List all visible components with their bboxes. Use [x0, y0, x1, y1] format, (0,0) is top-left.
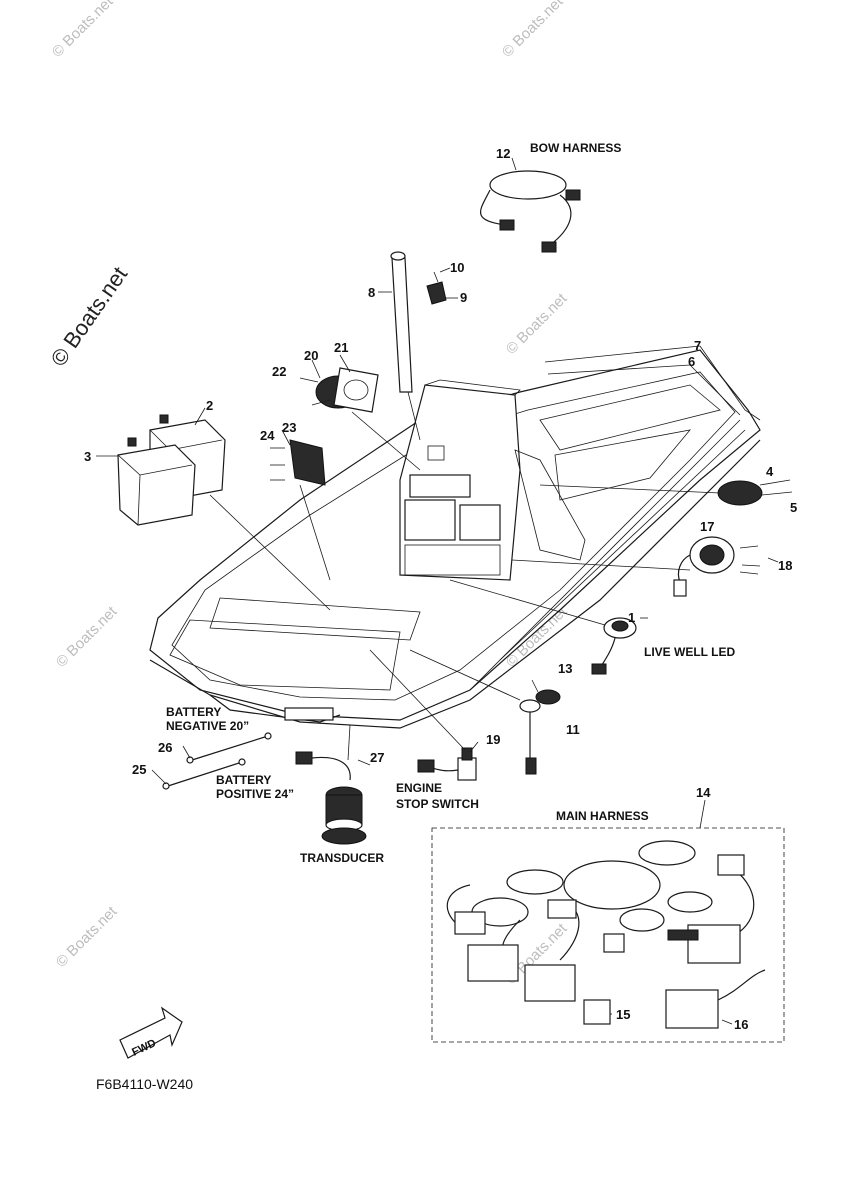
switch-panel [270, 439, 326, 486]
callout-11: 11 [566, 722, 580, 737]
callout-6: 6 [688, 354, 695, 369]
callout-23: 23 [282, 420, 296, 435]
callout-18: 18 [778, 558, 792, 573]
watermark-left-large: © Boats.net [46, 262, 133, 371]
callout-15: 15 [616, 1007, 630, 1022]
engine-stop-label-line2: STOP SWITCH [396, 797, 479, 811]
callout-27: 27 [370, 750, 384, 765]
callout-24: 24 [260, 428, 275, 443]
captions: BOW HARNESS LIVE WELL LED BATTERY NEGATI… [96, 141, 735, 1092]
callout-25: 25 [132, 762, 146, 777]
battery-negative-label-line1: BATTERY [166, 705, 221, 719]
transducer-label: TRANSDUCER [300, 851, 384, 865]
callout-2: 2 [206, 398, 213, 413]
battery-positive-label-line1: BATTERY [216, 773, 271, 787]
watermark-mid-left: © Boats.net [53, 603, 121, 671]
watermark-top-left: © Boats.net [49, 0, 117, 61]
main-harness [431, 827, 785, 1043]
antenna-parts [390, 251, 447, 393]
callout-13: 13 [558, 661, 572, 676]
callout-16: 16 [734, 1017, 748, 1032]
callout-3: 3 [84, 449, 91, 464]
live-well-led-label: LIVE WELL LED [644, 645, 735, 659]
diagram-code: F6B4110-W240 [96, 1076, 193, 1092]
callout-17: 17 [700, 519, 714, 534]
callout-numbers: 1 2 3 4 5 6 7 8 9 10 11 12 13 14 15 16 1… [84, 146, 797, 1032]
callout-19: 19 [486, 732, 500, 747]
callout-12: 12 [496, 146, 510, 161]
main-harness-dashed-box [431, 827, 785, 1043]
speaker-parts [299, 367, 379, 413]
engine-stop-label-line1: ENGINE [396, 781, 442, 795]
forward-arrow [119, 1006, 183, 1059]
callout-4: 4 [766, 464, 774, 479]
callout-7: 7 [694, 338, 701, 353]
bow-harness-label: BOW HARNESS [530, 141, 621, 155]
main-harness-label: MAIN HARNESS [556, 809, 649, 823]
battery-negative-label-line2: NEGATIVE 20” [166, 719, 249, 733]
callout-20: 20 [304, 348, 318, 363]
watermark-bottom-left: © Boats.net [53, 903, 121, 971]
callout-14: 14 [696, 785, 711, 800]
bow-light-parts [544, 345, 793, 506]
callout-9: 9 [460, 290, 467, 305]
battery-cables [162, 732, 272, 790]
callout-26: 26 [158, 740, 172, 755]
battery-positive-label-line2: POSITIVE 24” [216, 787, 294, 801]
courtesy-light [673, 536, 761, 597]
callout-1: 1 [628, 610, 635, 625]
battery-boxes [117, 414, 226, 526]
watermark-mid-right: © Boats.net [503, 290, 571, 358]
callout-21: 21 [334, 340, 348, 355]
callout-5: 5 [790, 500, 797, 515]
callout-22: 22 [272, 364, 286, 379]
live-well-led [591, 617, 637, 675]
callout-8: 8 [368, 285, 375, 300]
watermark-top-right: © Boats.net [499, 0, 567, 61]
leader-lines [96, 157, 779, 1025]
transducer [295, 751, 367, 845]
bow-harness [480, 170, 581, 253]
engine-stop-switch [417, 747, 477, 781]
boat-hull-drawing [149, 349, 761, 729]
drain-plug [519, 679, 561, 775]
callout-10: 10 [450, 260, 464, 275]
